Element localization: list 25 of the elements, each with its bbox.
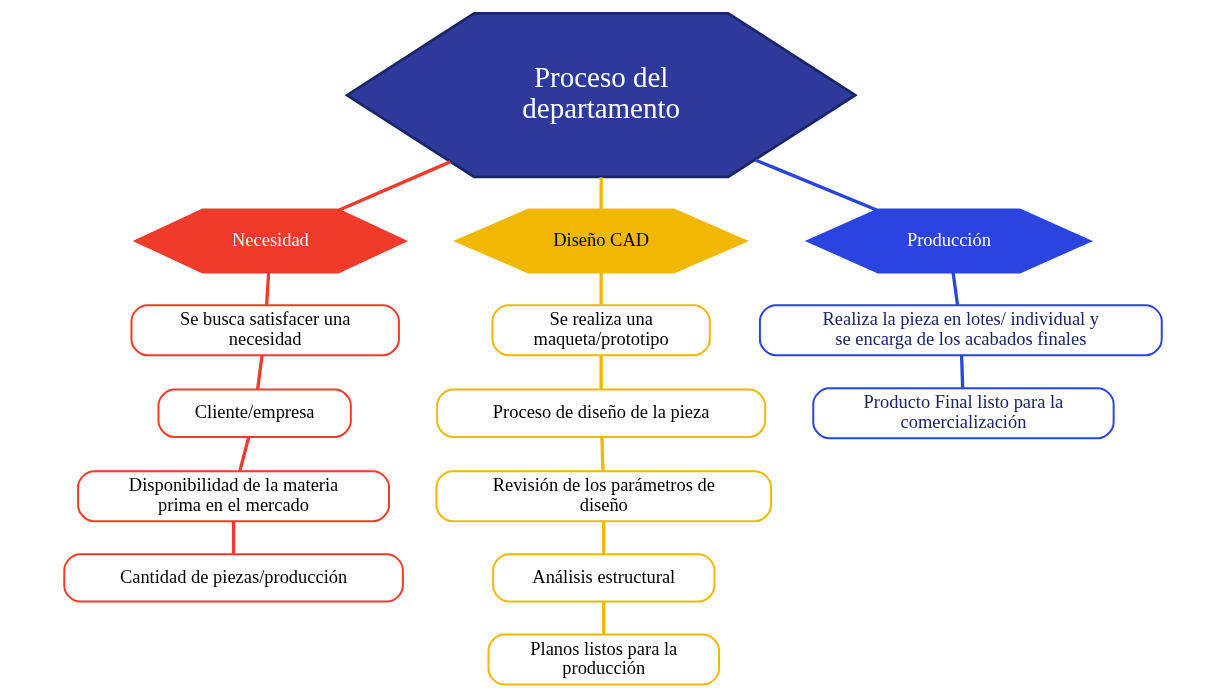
connector — [959, 355, 964, 388]
node-box: Cliente/empresa — [157, 388, 352, 438]
connector — [599, 177, 603, 210]
connector — [601, 601, 605, 635]
node-box: Planos listos para la producción — [487, 633, 720, 686]
connector — [754, 158, 877, 212]
connector — [951, 272, 959, 305]
connector — [599, 437, 605, 471]
connector — [599, 355, 603, 390]
node-box: Se realiza una maqueta/prototipo — [490, 304, 711, 357]
node-box: Se busca satisfacer una necesidad — [129, 304, 400, 357]
connector — [231, 521, 235, 554]
node-box: Revisión de los parámetros de diseño — [434, 470, 772, 523]
connector — [599, 272, 603, 305]
node-box: Análisis estructural — [491, 553, 715, 603]
connector — [237, 436, 250, 471]
node-box: Proceso de diseño de la pieza — [435, 388, 766, 438]
connector — [255, 355, 264, 390]
node-box: Cantidad de piezas/producción — [62, 553, 404, 603]
connector — [601, 521, 605, 554]
connector — [338, 160, 451, 212]
node-box: Realiza la pieza en lotes/ individual y se encarga de los acabados finales — [758, 304, 1163, 357]
node-box: Producto Final listo para la comercialización — [811, 387, 1115, 440]
node-box: Disponibilidad de la materia prima en el mercado — [76, 470, 390, 523]
connector — [264, 272, 270, 305]
